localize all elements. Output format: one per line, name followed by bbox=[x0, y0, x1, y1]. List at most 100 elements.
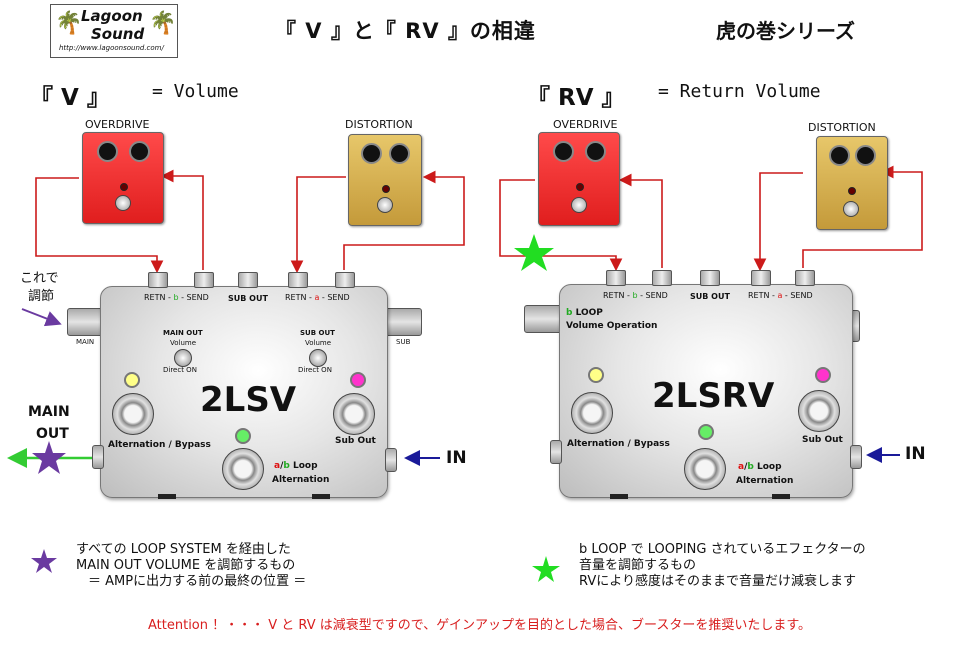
footswitch-icon bbox=[571, 197, 587, 213]
right-heading: 『 RV 』 bbox=[527, 85, 625, 111]
main-out-label-line1: MAIN bbox=[28, 404, 70, 420]
right-alt-bypass-footswitch[interactable] bbox=[571, 392, 613, 434]
left-jack-sub-out[interactable] bbox=[238, 272, 258, 288]
left-sub-side-label: SUB bbox=[396, 338, 411, 346]
right-jack-b-label: RETN - b - SEND bbox=[603, 291, 668, 300]
footswitch-icon bbox=[115, 195, 131, 211]
left-sub-out-footswitch[interactable] bbox=[333, 393, 375, 435]
green-star-icon bbox=[514, 234, 554, 271]
left-main-out-toggle[interactable] bbox=[174, 349, 192, 367]
knob-icon bbox=[829, 145, 850, 166]
right-wire-return-b bbox=[499, 179, 623, 272]
footswitch-icon bbox=[377, 197, 393, 213]
right-jack-retn-b[interactable] bbox=[606, 270, 626, 286]
led-icon bbox=[576, 183, 584, 191]
left-in-label: IN bbox=[446, 448, 467, 468]
right-loop-alt-label: Alternation bbox=[736, 476, 794, 486]
left-jack-retn-a[interactable] bbox=[288, 272, 308, 288]
right-wire-send-b bbox=[618, 173, 663, 268]
left-alt-bypass-footswitch[interactable] bbox=[112, 393, 154, 435]
right-sub-out-footswitch[interactable] bbox=[798, 390, 840, 432]
left-output-jack bbox=[92, 445, 104, 469]
left-distortion-pedal bbox=[348, 134, 422, 226]
left-main-out-switch-vol: Volume bbox=[170, 339, 197, 347]
right-wire-return-a bbox=[753, 172, 803, 272]
right-loop-label: a/b Loop bbox=[738, 462, 782, 472]
led-icon bbox=[848, 187, 856, 195]
left-sub-out-jack-label: SUB OUT bbox=[228, 294, 268, 303]
left-adjust-line1: これで bbox=[20, 271, 59, 286]
left-equals: = Volume bbox=[152, 81, 239, 102]
left-sub-out-switch-dir: Direct ON bbox=[298, 366, 332, 374]
left-input-jack bbox=[385, 448, 397, 472]
left-overdrive-pedal bbox=[82, 132, 164, 224]
left-main-side-label: MAIN bbox=[76, 338, 95, 346]
right-distortion-pedal bbox=[816, 136, 888, 230]
palm-tree-icon: 🌴 bbox=[149, 11, 177, 36]
left-sub-volume-knob[interactable] bbox=[384, 308, 422, 336]
right-overdrive-pedal bbox=[538, 132, 620, 226]
left-main-out-switch-dir: Direct ON bbox=[163, 366, 197, 374]
logo-line1: Lagoon bbox=[81, 7, 143, 25]
left-jack-send-b[interactable] bbox=[194, 272, 214, 288]
right-main-side-block bbox=[524, 305, 562, 333]
palm-tree-icon: 🌴 bbox=[55, 11, 83, 36]
right-output-jack bbox=[550, 440, 562, 464]
left-sub-out-switch-title: SUB OUT bbox=[300, 329, 335, 337]
right-jack-sub-out[interactable] bbox=[700, 270, 720, 286]
right-note-line1: b LOOP で LOOPING されているエフェクターの bbox=[579, 542, 866, 557]
led-icon bbox=[382, 185, 390, 193]
green-led-icon bbox=[235, 428, 251, 444]
series-title: 虎の巻シリーズ bbox=[716, 19, 855, 43]
left-sub-out-fs-label: Sub Out bbox=[335, 436, 376, 446]
left-wire-send-b bbox=[160, 169, 204, 270]
left-heading: 『 V 』 bbox=[30, 85, 110, 111]
logo-line2: Sound bbox=[91, 25, 145, 43]
right-alt-bypass-label: Alternation / Bypass bbox=[567, 439, 670, 449]
left-sub-out-toggle[interactable] bbox=[309, 349, 327, 367]
left-loop-alt-label: Alternation bbox=[272, 475, 330, 485]
left-wire-send-a bbox=[343, 170, 465, 270]
attention-note: Attention ！・・・ V と RV は減衰型ですので、ゲインアップを目的… bbox=[148, 618, 812, 633]
footswitch-icon bbox=[843, 201, 859, 217]
left-loop-footswitch[interactable] bbox=[222, 448, 264, 490]
left-wire-return-a bbox=[290, 176, 346, 274]
knob-icon bbox=[389, 143, 410, 164]
green-led-icon bbox=[698, 424, 714, 440]
yellow-led-icon bbox=[124, 372, 140, 388]
left-alt-bypass-label: Alternation / Bypass bbox=[108, 440, 211, 450]
right-jack-send-a[interactable] bbox=[795, 270, 815, 286]
pink-led-icon bbox=[350, 372, 366, 388]
left-note-line1: すべての LOOP SYSTEM を経由した bbox=[76, 542, 291, 557]
right-od-label: OVERDRIVE bbox=[553, 118, 618, 131]
left-note-line2: MAIN OUT VOLUME を調節するもの bbox=[76, 558, 296, 573]
knob-icon bbox=[585, 141, 606, 162]
right-note-line3: RVにより感度はそのままで音量だけ減衰します bbox=[579, 574, 856, 589]
knob-icon bbox=[553, 141, 574, 162]
right-jack-retn-a[interactable] bbox=[751, 270, 771, 286]
right-equals: = Return Volume bbox=[658, 81, 821, 102]
left-wire-return-b bbox=[35, 177, 164, 274]
left-main-out-switch-title: MAIN OUT bbox=[163, 329, 203, 337]
left-jack-b-label: RETN - b - SEND bbox=[144, 293, 209, 302]
right-jack-send-b[interactable] bbox=[652, 270, 672, 286]
right-loop-footswitch[interactable] bbox=[684, 448, 726, 490]
knob-icon bbox=[97, 141, 118, 162]
left-jack-a-label: RETN - a - SEND bbox=[285, 293, 350, 302]
left-adjust-line2: 調節 bbox=[28, 289, 55, 304]
right-dist-label: DISTORTION bbox=[808, 121, 876, 134]
knob-icon bbox=[855, 145, 876, 166]
rubber-foot bbox=[312, 494, 330, 499]
right-sub-out-jack-label: SUB OUT bbox=[690, 292, 730, 301]
rubber-foot bbox=[772, 494, 790, 499]
logo-url: http://www.lagoonsound.com/ bbox=[59, 44, 164, 52]
right-note-line2: 音量を調節するもの bbox=[579, 558, 697, 573]
legend-green-star-icon bbox=[532, 556, 560, 582]
left-jack-send-a[interactable] bbox=[335, 272, 355, 288]
right-model-name: 2LSRV bbox=[652, 376, 775, 416]
right-input-jack bbox=[850, 445, 862, 469]
left-jack-retn-b[interactable] bbox=[148, 272, 168, 288]
left-od-label: OVERDRIVE bbox=[85, 118, 150, 131]
left-main-volume-knob[interactable] bbox=[67, 308, 105, 336]
pink-led-icon bbox=[815, 367, 831, 383]
